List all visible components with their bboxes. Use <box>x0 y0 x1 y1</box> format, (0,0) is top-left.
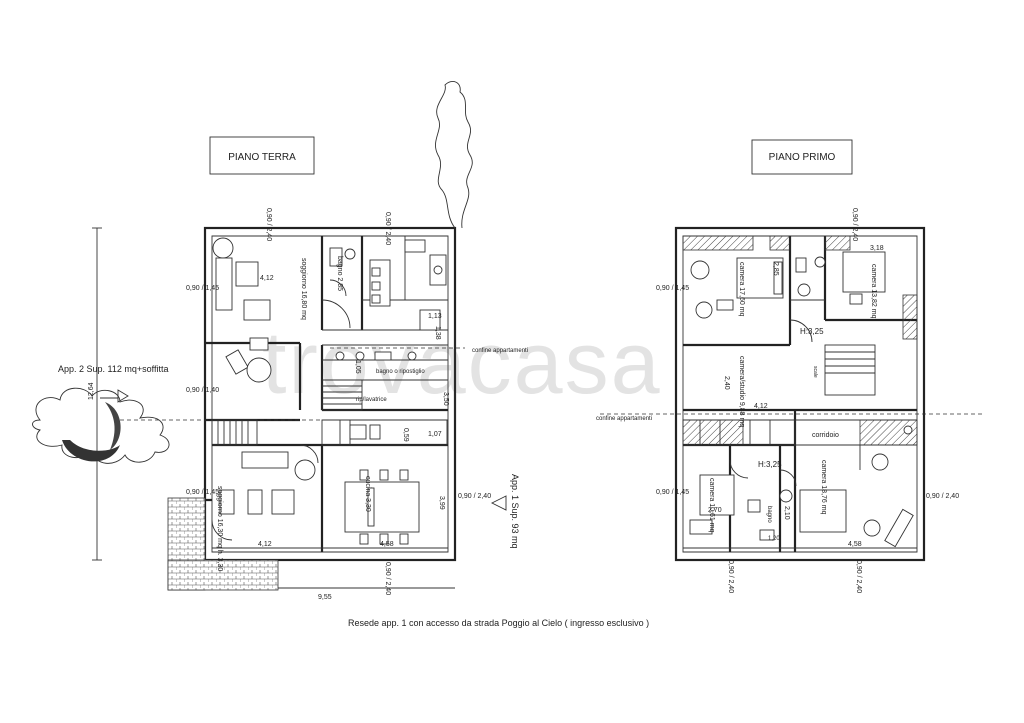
dim-107: 1,07 <box>428 431 442 438</box>
ground-floor-title: PIANO TERRA <box>228 152 296 163</box>
first-study-label: camera/studio 9,88 mq <box>738 356 745 427</box>
ground-dining-bottom <box>344 469 420 545</box>
ground-kitchen-top <box>329 239 447 331</box>
ground-storage-label: bagno o ripostiglio <box>376 369 425 375</box>
first-corridor-label: corridoio <box>812 432 839 439</box>
dim-ft-window: 0,90 / 2,40 <box>851 208 858 241</box>
first-floor-plan <box>600 139 985 562</box>
entrance-arrow-right <box>490 495 507 511</box>
dim-gt-window-2: 0,90 / 2,40 <box>384 212 391 245</box>
dim-gl-window-2: 0,90 / 1,40 <box>186 387 219 394</box>
dim-458: 4,58 <box>848 541 862 548</box>
dim-399: 3,99 <box>438 496 445 510</box>
dim-gr-window: 0,90 / 2,40 <box>458 493 491 500</box>
ground-stairs <box>211 379 448 446</box>
dim-120: 1,20 <box>768 536 780 542</box>
first-stair-note: scale <box>812 366 818 378</box>
ground-living-top-label: soggiorno 16,80 mq <box>300 258 307 320</box>
dim-gl-window-3: 0,90 / 1,45 <box>186 489 219 496</box>
dim-105: 1,05 <box>354 360 361 374</box>
dim-059: 0,59 <box>402 428 409 442</box>
first-boundary-label: confine appartamenti <box>596 416 652 422</box>
first-bedroom-main-label: camera 17,60 mq <box>738 262 745 317</box>
first-floor-title: PIANO PRIMO <box>769 152 836 163</box>
dim-210: 2,10 <box>783 506 790 520</box>
dim-fl-window-2: 0,90 / 1,45 <box>656 489 689 496</box>
dim-width-left: 4,12 <box>258 541 272 548</box>
first-floor-furniture <box>689 251 914 548</box>
dim-412: 4,12 <box>754 403 768 410</box>
first-floor-outer-wall <box>674 226 926 562</box>
apartment-2-note: App. 2 Sup. 112 mq+soffitta <box>58 364 169 374</box>
first-height-1: H:3,25 <box>800 327 824 336</box>
ground-middle-fixtures <box>335 351 417 440</box>
dim-width-right: 4,58 <box>380 541 394 548</box>
ground-floor-plan <box>32 81 507 591</box>
dim-270: 2,70 <box>708 507 722 514</box>
ground-floor-title-box <box>209 136 315 175</box>
dim-fr-window: 0,90 / 2,40 <box>926 493 959 500</box>
ground-laundry-label: rip/lavatrice <box>356 397 387 403</box>
dim-fb-window-1: 0,90 / 2,40 <box>727 560 734 593</box>
dim-350: 3,50 <box>442 392 449 406</box>
ground-living-bottom-label: soggiorno 16,30 mq h. 3,30 <box>216 486 223 571</box>
dim-285: 2,85 <box>772 262 779 276</box>
first-bedroom-right-label: camera 13,82 mq <box>870 264 877 319</box>
dim-318: 3,18 <box>870 245 884 252</box>
tree-drawing <box>435 81 473 229</box>
entrance-arrow-left <box>117 389 129 403</box>
first-floor-title-box <box>751 139 853 175</box>
dim-total-width: 9,55 <box>318 594 332 601</box>
ground-living-top-furniture <box>212 237 272 383</box>
ground-boundary-label: confine appartamenti <box>472 348 528 354</box>
ground-bath-label: bagno 2,85 <box>336 256 343 291</box>
dim-fl-window-1: 0,90 / 1,45 <box>656 285 689 292</box>
first-bedroom-small-label: camera 10,61 mq <box>708 478 715 533</box>
dim-138: 1,38 <box>434 326 441 340</box>
wardrobe-top-left <box>682 235 754 251</box>
dim-240: 2,40 <box>723 376 730 390</box>
dim-total-height: 12,64 <box>88 382 95 400</box>
dim-living-width: 4,12 <box>260 275 274 282</box>
dim-fb-window-2: 0,90 / 2,40 <box>855 560 862 593</box>
first-height-2: H:3,25 <box>758 460 782 469</box>
ground-kitchen-label: cucina 3,30 <box>364 476 371 512</box>
dim-113: 1,13 <box>428 313 442 320</box>
first-bedroom-large-label: camera 18,76 mq <box>820 460 827 515</box>
dim-gt-window-1: 0,90 / 2,40 <box>265 208 272 241</box>
plan-caption: Resede app. 1 con accesso da strada Pogg… <box>348 618 650 628</box>
first-stairs <box>682 344 876 446</box>
watermark: trovacasa <box>262 313 662 412</box>
first-bath-label: bagno <box>766 506 772 523</box>
apartment-1-note: App. 1 Sup. 93 mq <box>510 474 520 549</box>
ground-living-bottom-furniture <box>219 451 316 515</box>
dim-gb-window: 0,90 / 2,40 <box>384 562 391 595</box>
dim-gl-window-1: 0,90 / 1,45 <box>186 285 219 292</box>
shrub-drawing <box>32 387 170 464</box>
